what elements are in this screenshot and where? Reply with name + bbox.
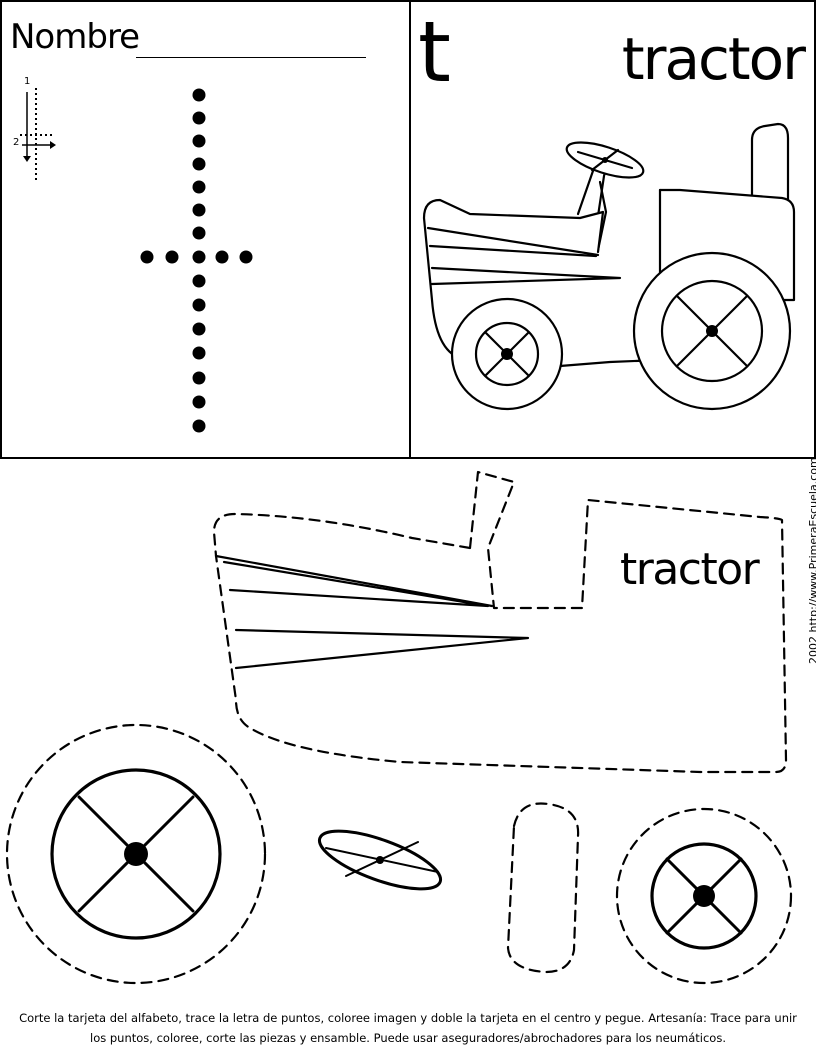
stroke-number-2: 2	[13, 137, 19, 148]
name-label: Nombre	[10, 17, 140, 57]
name-write-line[interactable]	[136, 57, 366, 58]
letter-t: t	[418, 3, 451, 101]
front-wheel-cutout	[615, 807, 793, 985]
copyright-credit: 2002 http://www.PrimeraEscuela.com	[807, 457, 816, 664]
tractor-body-cutout	[212, 470, 788, 774]
instructions: Corte la tarjeta del alfabeto, trace la …	[0, 1008, 816, 1048]
rear-wheel-cutout	[5, 723, 267, 985]
stroke-number-1: 1	[24, 76, 30, 87]
steering-wheel-cutout	[317, 829, 443, 891]
instructions-line-2: los puntos, coloree, corte las piezas y …	[90, 1031, 726, 1045]
instructions-line-1: Corte la tarjeta del alfabeto, trace la …	[19, 1011, 797, 1025]
craft-word-label: tractor	[620, 544, 760, 595]
seat-cutout	[506, 802, 580, 974]
word-label: tractor	[621, 25, 806, 93]
